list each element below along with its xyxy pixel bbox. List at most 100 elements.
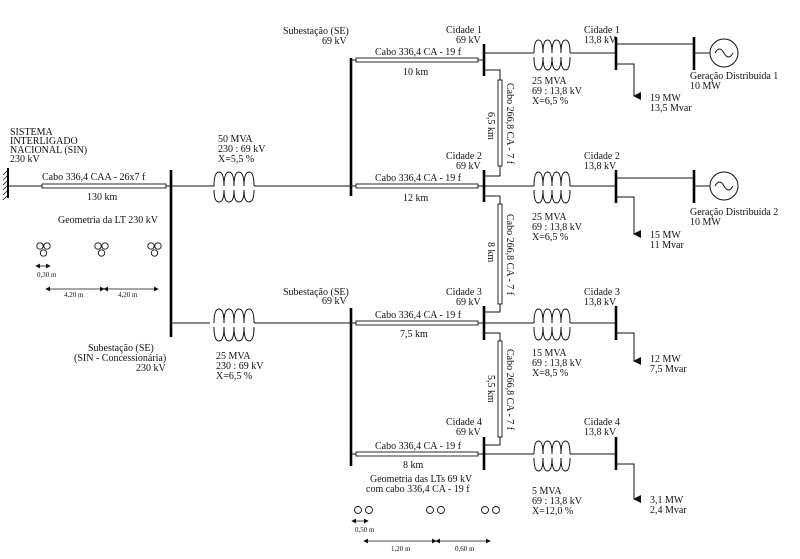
line69-4-cable: Cabo 336,4 CA - 19 f: [375, 441, 462, 452]
city3-transformer: [484, 308, 615, 341]
lt230-cable-label: Cabo 336,4 CAA - 26x7 f: [42, 172, 146, 183]
city1-13-voltage: 13,8 kV: [584, 35, 617, 46]
city1-13-name: Cidade 1: [584, 25, 620, 36]
sin-label-line1: SISTEMA: [10, 127, 54, 138]
lt230-dim-a: 4,20 m: [64, 291, 84, 299]
t-top-power: 50 MVA: [218, 134, 253, 145]
t-bottom-x: X=6,5 %: [216, 371, 252, 382]
line69-1: [351, 57, 484, 63]
line69-3-length: 7,5 km: [400, 329, 428, 340]
lt69-conductor-pair-2: [426, 506, 445, 514]
load2-q: 11 Mvar: [650, 240, 684, 251]
lt230-length: 130 km: [87, 192, 118, 203]
lt69-dim-small: 0,50 m: [355, 526, 375, 534]
city4-13-name: Cidade 4: [584, 417, 620, 428]
line69-1-cable: Cabo 336,4 CA - 19 f: [375, 47, 462, 58]
load1-p: 19 MW: [650, 93, 681, 104]
city2-t-ratio: 69 : 13,8 kV: [532, 222, 583, 233]
generator-1-name: Geração Distribuída 1: [690, 71, 778, 82]
transformer-25mva-sin: [213, 308, 255, 342]
city3-13-name: Cidade 3: [584, 287, 620, 298]
se-top-name: Subestação (SE): [283, 26, 349, 37]
tie-3: [484, 332, 503, 446]
tie-3-length: 5,5 km: [485, 375, 496, 403]
t-bottom-power: 25 MVA: [216, 351, 251, 362]
lt230-cable: [41, 183, 167, 189]
city3-t-x: X=8,5 %: [532, 368, 568, 379]
city3-69-name: Cidade 3: [446, 287, 482, 298]
line69-2-cable: Cabo 336,4 CA - 19 f: [375, 173, 462, 184]
load1-arrow: [616, 63, 641, 100]
tie-3-cable: Cabo 266,8 CA - 7 f: [504, 349, 515, 431]
t-top-ratio: 230 : 69 kV: [218, 144, 266, 155]
lt230-dim-b: 4,20 m: [118, 291, 138, 299]
lt69-conductor-pair-3: [481, 506, 500, 514]
city3-13-voltage: 13,8 kV: [584, 297, 617, 308]
lt69-geometry-title2: com cabo 336,4 CA - 19 f: [366, 484, 470, 495]
lt230-conductor-bundle-1: [36, 242, 51, 257]
line69-3: [351, 320, 484, 326]
city1-t-x: X=6,5 %: [532, 96, 568, 107]
sin-label-line3: NACIONAL (SIN): [10, 145, 87, 156]
city4-t-x: X=12,0 %: [532, 506, 573, 517]
line69-2: [351, 183, 484, 189]
tie-1-length: 6,5 km: [485, 112, 496, 140]
city2-t-power: 25 MVA: [532, 212, 567, 223]
line69-2-length: 12 km: [403, 193, 429, 204]
city4-69-name: Cidade 4: [446, 417, 482, 428]
sin-voltage: 230 kV: [10, 154, 41, 165]
lt230-conductor-bundle-2: [94, 242, 109, 257]
sin-label-line2: INTERLIGADO: [10, 136, 78, 147]
city1-t-power: 25 MVA: [532, 76, 567, 87]
city2-13-name: Cidade 2: [584, 151, 620, 162]
line69-4-length: 8 km: [403, 460, 424, 471]
tie-2: [484, 195, 503, 313]
city1-transformer: [484, 39, 615, 71]
city4-t-ratio: 69 : 13,8 kV: [532, 496, 583, 507]
tie-1: [484, 69, 503, 177]
tie-2-cable: Cabo 266,8 CA - 7 f: [504, 214, 515, 296]
generator-2-name: Geração Distribuída 2: [690, 207, 778, 218]
sin-ground-bus: [2, 168, 9, 201]
se-sin-voltage: 230 kV: [136, 363, 167, 374]
tie-2-length: 8 km: [485, 242, 496, 263]
generator-1-power: 10 MW: [690, 81, 721, 92]
load2-arrow: [616, 196, 641, 238]
city3-t-power: 15 MVA: [532, 348, 567, 359]
t-bottom-ratio: 230 : 69 kV: [216, 361, 264, 372]
city4-69-voltage: 69 kV: [456, 427, 482, 438]
lt69-geometry-title1: Geometria das LTs 69 kV: [370, 474, 473, 485]
city3-t-ratio: 69 : 13,8 kV: [532, 358, 583, 369]
city2-t-x: X=6,5 %: [532, 232, 568, 243]
load3-p: 12 MW: [650, 354, 681, 365]
load4-p: 3,1 MW: [650, 495, 684, 506]
load3-arrow: [616, 332, 641, 365]
load4-arrow: [616, 463, 641, 503]
city4-13-voltage: 13,8 kV: [584, 427, 617, 438]
load1-q: 13,5 Mvar: [650, 103, 692, 114]
city2-13-voltage: 13,8 kV: [584, 161, 617, 172]
tie-1-cable: Cabo 266,8 CA - 7 f: [504, 83, 515, 165]
lt69-conductor-pair-1: [354, 506, 373, 514]
t-top-x: X=5,5 %: [218, 154, 254, 165]
generator-1: [616, 37, 739, 70]
city1-69-voltage: 69 kV: [456, 35, 482, 46]
line69-3-cable: Cabo 336,4 CA - 19 f: [375, 310, 462, 321]
city2-69-voltage: 69 kV: [456, 161, 482, 172]
line69-4: [351, 451, 484, 457]
load4-q: 2,4 Mvar: [650, 505, 687, 516]
lt230-geometry-title: Geometria da LT 230 kV: [58, 215, 159, 226]
line69-1-length: 10 km: [403, 67, 429, 78]
se-sin-line1: Subestação (SE): [88, 343, 154, 354]
se-top-voltage: 69 kV: [322, 36, 348, 47]
load3-q: 7,5 Mvar: [650, 364, 687, 375]
city3-69-voltage: 69 kV: [456, 297, 482, 308]
load2-p: 15 MW: [650, 230, 681, 241]
city2-transformer: [484, 171, 615, 204]
city4-transformer: [484, 440, 615, 472]
lt69-dim-a: 1,20 m: [391, 545, 411, 553]
se-bottom-voltage: 69 kV: [322, 296, 348, 307]
transformer-50mva: [210, 171, 255, 203]
city1-t-ratio: 69 : 13,8 kV: [532, 86, 583, 97]
